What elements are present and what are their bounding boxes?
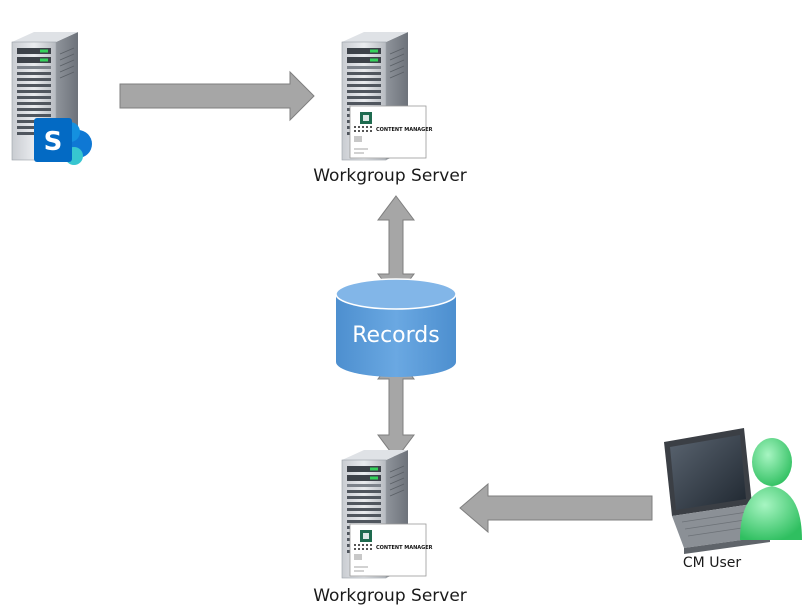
records-database: Records <box>335 278 457 377</box>
user-person-icon <box>740 438 802 540</box>
sharepoint-logo-letter: S <box>44 127 63 157</box>
content-manager-card-text: CONTENT MANAGER <box>376 545 433 551</box>
content-manager-card-icon: CONTENT MANAGER <box>349 523 433 577</box>
sharepoint-server: S <box>11 31 92 165</box>
workgroup-server-bottom-label: Workgroup Server <box>313 586 467 606</box>
arrow-sharepoint-to-workgroup <box>119 70 315 122</box>
workgroup-server-top-label: Workgroup Server <box>313 166 467 186</box>
workgroup-server-top: CONTENT MANAGER <box>341 31 433 161</box>
arrow-user-to-workgroup <box>459 482 653 534</box>
content-manager-card-text: CONTENT MANAGER <box>376 127 433 133</box>
database-icon <box>336 294 456 377</box>
cm-user-laptop-icon <box>664 428 770 554</box>
workgroup-server-bottom: CONTENT MANAGER <box>341 449 433 579</box>
records-label: Records <box>352 323 439 348</box>
sharepoint-logo-icon: S <box>34 118 92 165</box>
content-manager-card-icon: CONTENT MANAGER <box>349 105 433 159</box>
cm-user-label: CM User <box>683 555 741 571</box>
